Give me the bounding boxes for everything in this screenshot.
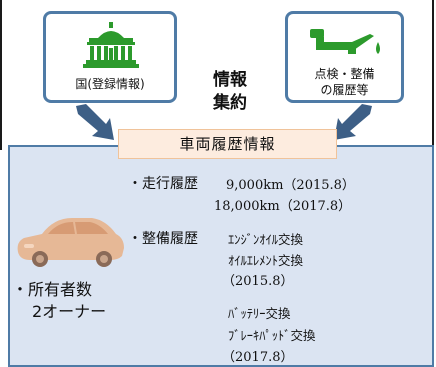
maintenance-date-2: （2017.8） bbox=[222, 350, 294, 365]
owner-count-label: ・所有者数 bbox=[12, 280, 93, 299]
maintenance-source-label-line1: 点検・整備 bbox=[314, 67, 375, 81]
maintenance-item-battery: ﾊﾞｯﾃﾘｰ交換 bbox=[228, 306, 291, 321]
government-source-box: 国(登録情報) bbox=[43, 11, 177, 103]
maintenance-item-engine-oil: ｴﾝｼﾞﾝｵｲﾙ交換 bbox=[228, 232, 304, 247]
maintenance-source-label-line2: の履歴等 bbox=[320, 83, 369, 97]
info-aggregation-title-line2: 集約 bbox=[213, 93, 247, 113]
right-inflow-arrow bbox=[334, 104, 372, 140]
mileage-entry-1: 9,000km（2015.8） bbox=[226, 178, 355, 193]
car-illustration bbox=[17, 218, 125, 267]
mileage-history-label: ・走行履歴 bbox=[128, 176, 198, 192]
mileage-entry-2: 18,000km（2017.8） bbox=[214, 199, 352, 214]
maintenance-source-box: 点検・整備 の履歴等 bbox=[285, 11, 404, 103]
government-source-label: 国(登録情報) bbox=[75, 77, 145, 91]
maintenance-date-1: （2015.8） bbox=[222, 274, 294, 289]
owner-count-value: 2オーナー bbox=[32, 302, 107, 321]
maintenance-item-oil-element: ｵｲﾙｴﾚﾒﾝﾄ交換 bbox=[228, 253, 304, 268]
maintenance-item-brake-pad: ﾌﾞﾚｰｷﾊﾟｯﾄﾞ交換 bbox=[228, 328, 316, 343]
oil-can-icon bbox=[310, 29, 380, 54]
info-aggregation-title-line1: 情報 bbox=[213, 70, 247, 90]
government-building-icon bbox=[83, 22, 139, 68]
left-inflow-arrow bbox=[76, 104, 114, 140]
maintenance-history-label: ・整備履歴 bbox=[128, 231, 198, 247]
vehicle-history-header: 車両履歴情報 bbox=[118, 129, 337, 159]
diagram-frame bbox=[0, 0, 434, 150]
